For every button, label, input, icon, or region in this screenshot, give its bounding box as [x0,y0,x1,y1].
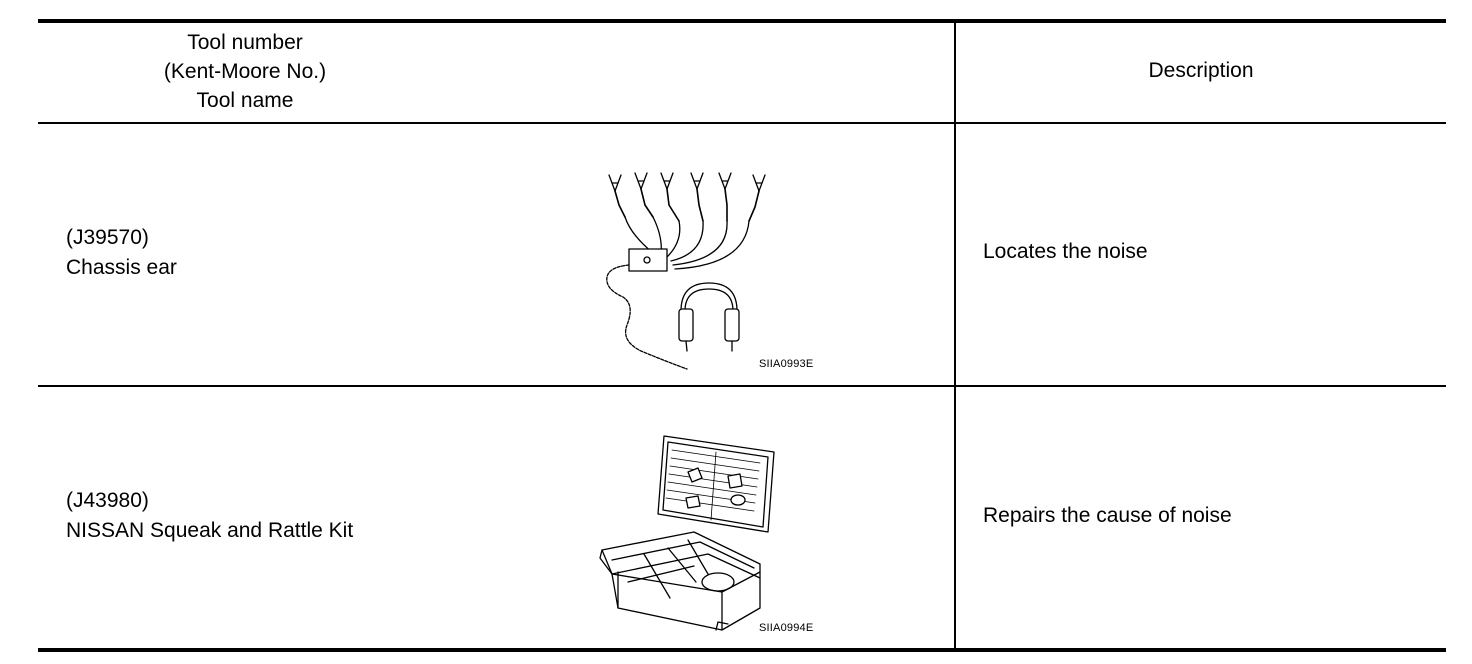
table-row-2-description: Repairs the cause of noise [983,504,1232,527]
row-divider-rule [38,385,1446,387]
table-bottom-rule [38,648,1446,652]
table-row-2-tool: (J43980) NISSAN Squeak and Rattle Kit [66,486,353,546]
squeak-rattle-kit-illustration [599,435,775,631]
figure-code: SIIA0994E [759,622,814,634]
header-bottom-rule [38,122,1446,124]
tool-column-header: Tool number (Kent-Moore No.) Tool name [38,28,452,115]
figure-code: SIIA0993E [759,358,814,370]
header-line-tool-name: Tool name [196,89,294,112]
tool-number: (J43980) [66,489,149,512]
table-row-1-description: Locates the noise [983,240,1148,263]
tool-name: NISSAN Squeak and Rattle Kit [66,519,354,542]
column-divider [954,21,956,651]
description-column-header: Description [1148,59,1254,82]
header-line-tool-number: Tool number [187,31,303,54]
chassis-ear-illustration [606,172,766,370]
table-top-rule [38,19,1446,23]
table-row-1-tool: (J39570) Chassis ear [66,223,177,283]
tool-name: Chassis ear [66,256,177,279]
tool-number: (J39570) [66,226,149,249]
header-line-kent-moore: (Kent-Moore No.) [163,60,327,83]
